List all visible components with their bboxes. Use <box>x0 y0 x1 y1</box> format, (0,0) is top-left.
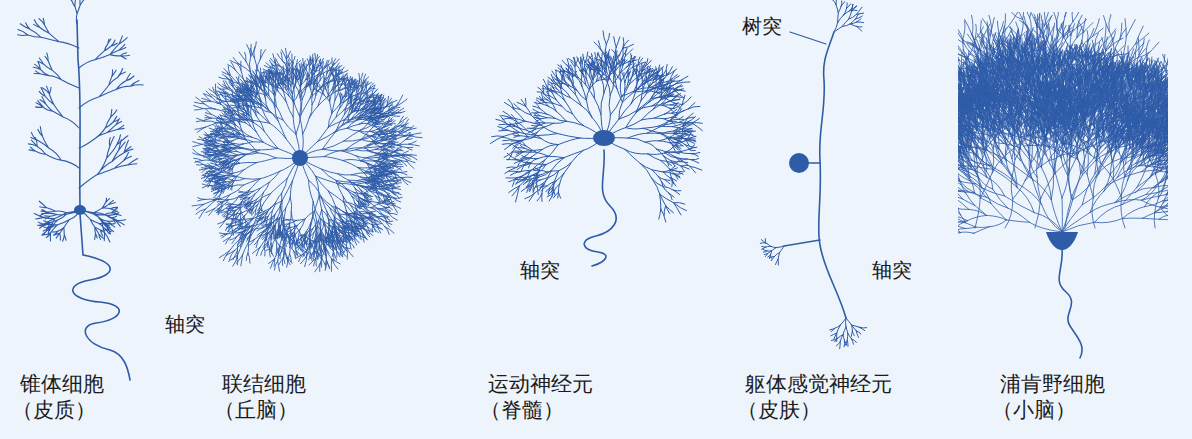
caption-text: 联结细胞 <box>222 372 306 396</box>
caption-text: （小脑） <box>992 398 1076 422</box>
caption-text: （丘脑） <box>214 398 298 423</box>
caption-text: 运动神经元 <box>488 372 593 396</box>
leader-line <box>790 32 826 44</box>
cell-body <box>593 130 615 146</box>
caption-text: 躯体感觉神经元 <box>745 372 892 396</box>
dendrite-tree <box>490 31 702 222</box>
sensory-branch <box>784 240 820 246</box>
part-label: 轴突 <box>165 312 205 336</box>
caption-text: （脊髓） <box>480 398 564 422</box>
axon-terminal <box>760 0 866 349</box>
part-label: 树突 <box>742 14 782 38</box>
part-label: 轴突 <box>165 312 205 336</box>
caption-text: 锥体细胞 <box>20 372 104 396</box>
sensory-axon <box>819 32 846 318</box>
part-label: 轴突 <box>520 258 560 282</box>
caption-text: 浦肯野细胞 <box>1000 372 1105 396</box>
axon-line <box>584 150 616 266</box>
cell-body <box>292 150 308 166</box>
caption-text: 浦肯野细胞 <box>1000 372 1105 397</box>
dendrite-tree <box>192 42 422 272</box>
caption-text: 联结细胞 <box>222 372 306 397</box>
dendrite-tree <box>18 0 144 242</box>
caption-text: （丘脑） <box>214 398 298 422</box>
cell-body <box>789 153 809 173</box>
part-label: 轴突 <box>872 258 912 282</box>
apical-dendrite <box>77 20 80 205</box>
caption-text: （皮质） <box>12 398 96 422</box>
part-label: 轴突 <box>520 258 560 282</box>
caption-text: （皮质） <box>12 398 96 423</box>
caption-text: （皮肤） <box>737 398 821 423</box>
axon-line <box>1059 248 1082 358</box>
caption-text: 运动神经元 <box>488 372 593 397</box>
dendrite-group <box>18 0 1192 349</box>
dendrite-tree <box>958 12 1168 234</box>
caption-text: （小脑） <box>992 398 1076 423</box>
caption-text: 躯体感觉神经元 <box>745 372 892 397</box>
cell-body <box>1046 232 1078 250</box>
caption-text: 锥体细胞 <box>20 372 104 397</box>
caption-text: （脊髓） <box>480 398 564 423</box>
cell-body <box>74 205 86 215</box>
caption-text: （皮肤） <box>737 398 821 422</box>
axon-line <box>73 214 130 380</box>
part-label: 树突 <box>742 14 782 38</box>
part-label: 轴突 <box>872 258 912 282</box>
sensory-stalk <box>808 162 820 164</box>
